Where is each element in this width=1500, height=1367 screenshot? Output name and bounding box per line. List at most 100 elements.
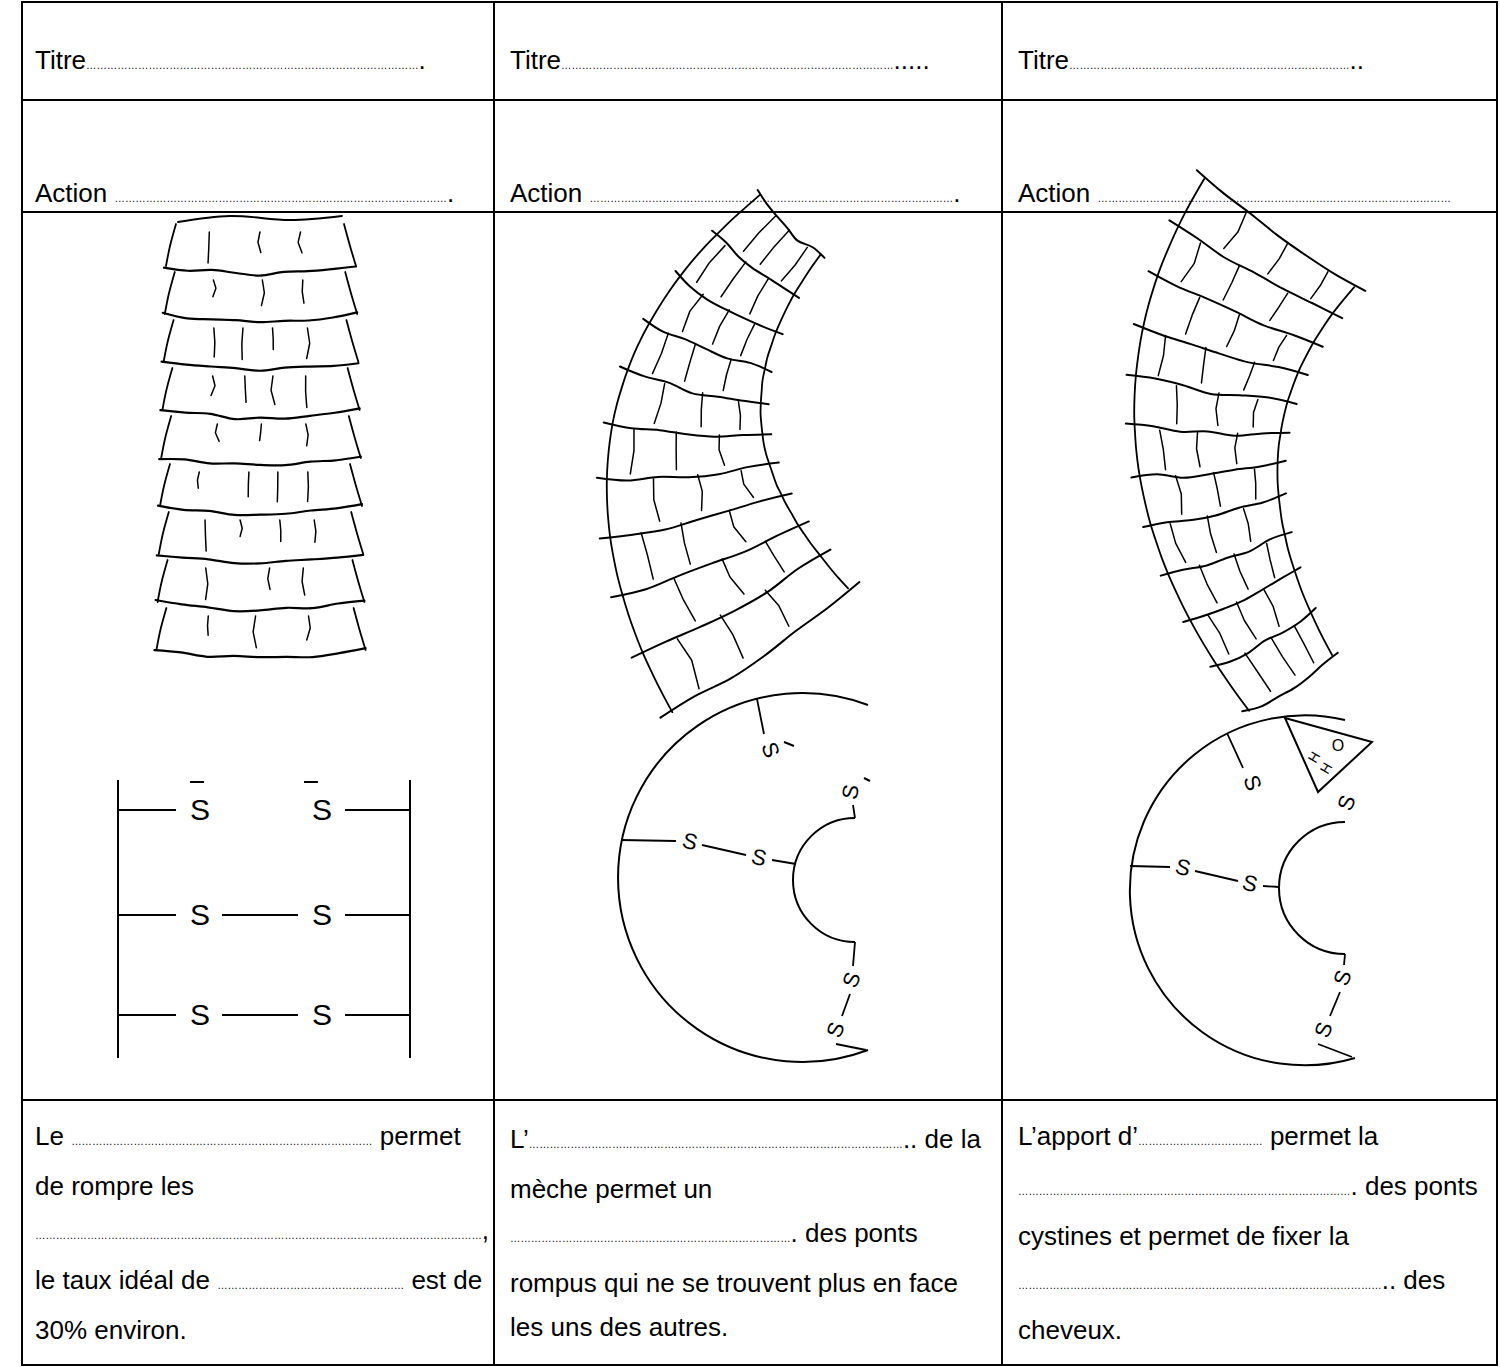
cuticle-scale: [352, 560, 364, 602]
sulfur-atom: S: [1311, 1019, 1337, 1040]
cuticle-scale: [298, 232, 302, 253]
cuticle-scale: [215, 424, 219, 441]
cuticle-scale: [350, 464, 362, 506]
cuticle-scale: [314, 520, 316, 542]
cuticle-scale: [720, 615, 743, 658]
cuticle-scale: [1242, 653, 1338, 712]
charge-mark: [784, 742, 870, 781]
cuticle-scale: [1224, 213, 1246, 249]
cuticle-scale: [685, 344, 696, 381]
cuticle-scale: [208, 232, 209, 263]
cuticle-scale: [701, 393, 702, 427]
cuticle-scale: [160, 408, 359, 419]
cuticle-scale: [1201, 348, 1205, 383]
cuticle-scale: [1208, 615, 1229, 654]
cuticle-scale: [253, 616, 256, 648]
cuticle-scale: [307, 328, 310, 359]
cuticle-scale: [247, 472, 249, 497]
cuticle-scale: [721, 262, 746, 297]
cuticle-scale: [1277, 287, 1354, 655]
sulfur-atom: S: [312, 1000, 332, 1030]
table-cell: L’………………………………………………………………………………………………..…: [510, 1100, 994, 1365]
cuticle-scale: [159, 457, 361, 466]
cuticle-scale: [1197, 432, 1200, 467]
sulfur-atom: S: [190, 900, 210, 930]
cuticle-scale: [1244, 362, 1255, 390]
cell-text: L’apport d’……………………………… permet la …………………: [1018, 1114, 1488, 1352]
sulfur-atom: S: [1330, 967, 1356, 988]
cuticle-scale: [272, 328, 274, 349]
cuticle-scale: [604, 422, 772, 436]
curl-outer-chain: [1130, 715, 1355, 1065]
cuticle-scale: [162, 368, 172, 410]
cuticle-scale: [1160, 430, 1166, 469]
cuticle-scale: [159, 512, 169, 554]
sulfur-atom: S: [749, 845, 769, 870]
curl-inner-chain: [1279, 822, 1345, 954]
cuticle-scale: [205, 520, 206, 551]
cuticle-scale: [712, 231, 799, 298]
cuticle-scale: [652, 333, 668, 373]
cuticle-scale: [782, 247, 808, 280]
oxidant-triangle: [1285, 718, 1372, 792]
cuticle-scale: [211, 376, 215, 395]
sulfur-atom: S: [1173, 855, 1193, 880]
table-cell: Le …………………………………………………………………………… permet …: [35, 1100, 485, 1365]
cuticle-scale: [1268, 243, 1288, 274]
cuticle-scale: [676, 271, 783, 334]
cuticle-scale: [765, 590, 789, 626]
cuticle-scale: [280, 520, 281, 541]
cuticle-scale: [162, 362, 359, 371]
cuticle-scale: [166, 224, 176, 266]
sulfur-atom: S: [1240, 871, 1260, 896]
sulfur-atom: S: [190, 1000, 210, 1030]
cuticle-scale: [160, 464, 170, 506]
cuticle-scale: [1170, 524, 1185, 563]
cuticle-scale: [1270, 293, 1288, 320]
cuticle-scale: [158, 504, 362, 515]
cuticle-scale: [349, 416, 361, 458]
cuticle-scale: [750, 279, 768, 314]
cuticle-scale: [1253, 400, 1258, 427]
cuticle-scale: [1197, 170, 1365, 291]
cuticle-scale: [722, 559, 744, 594]
cuticle-scale: [654, 384, 664, 424]
cuticle-scale: [1254, 469, 1255, 499]
cuticle-scale: [1158, 335, 1165, 375]
cuticle-scale: [713, 310, 730, 344]
title-blank: Titre………………………………………………………………………..: [1018, 44, 1364, 82]
cuticle-scale: [1227, 315, 1240, 347]
cuticle-scale: [165, 272, 175, 314]
cuticle-scale: [1186, 297, 1200, 334]
cuticle-scale: [240, 520, 242, 536]
cuticle-scale: [345, 272, 357, 314]
title-blank: Titre…………………………………………………………………………………….: [35, 44, 426, 82]
cuticle-scale: [611, 521, 809, 597]
cuticle-scale: [675, 432, 677, 470]
cuticle-scale: [302, 568, 305, 595]
sulfur-atom: S: [839, 969, 865, 990]
cuticle-scale: [630, 429, 634, 474]
cuticle-scale: [1245, 653, 1271, 691]
cuticle-scale: [632, 550, 831, 658]
cuticle-scale: [1273, 335, 1286, 360]
cuticle-scale: [207, 616, 209, 635]
cuticle-scale: [156, 608, 166, 650]
cuticle-scale: [723, 359, 731, 390]
cuticle-scale: [271, 376, 275, 404]
cuticle-scale: [1311, 272, 1328, 299]
cuticle-scale: [1244, 509, 1251, 542]
cuticle-scale: [307, 616, 311, 640]
cuticle-scale: [156, 600, 365, 611]
cuticle-scale: [302, 280, 304, 303]
atom-symbol: O: [1332, 738, 1344, 754]
action-blank: Action …………………………………………………………………………………………: [1018, 177, 1451, 215]
cuticle-scale: [1234, 554, 1248, 589]
cuticle-scale: [213, 280, 216, 297]
cuticle-scale: [158, 560, 168, 602]
cuticle-scale: [346, 320, 358, 362]
cuticle-scale: [729, 511, 746, 542]
cuticle-scale: [197, 472, 199, 488]
cuticle-scale: [1235, 433, 1238, 463]
